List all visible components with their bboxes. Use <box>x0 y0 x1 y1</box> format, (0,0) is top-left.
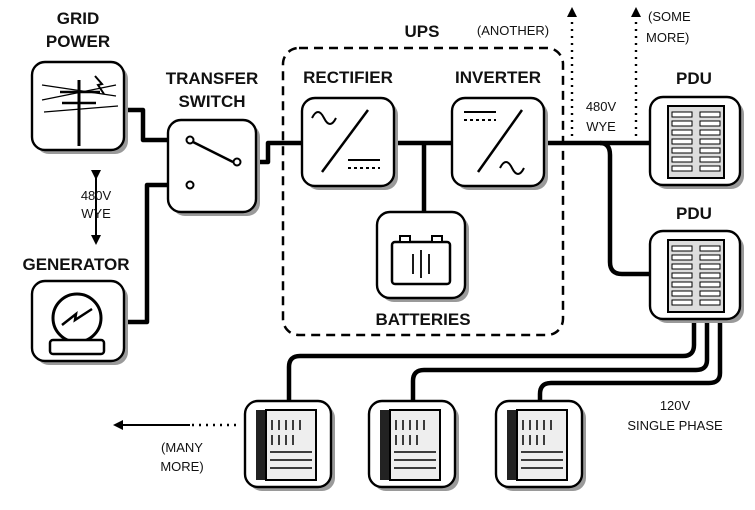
rectifier-node: RECTIFIER <box>300 68 398 190</box>
inverter-node: INVERTER <box>450 68 548 190</box>
grid-label: GRID <box>57 9 100 28</box>
server-node-3 <box>494 399 586 491</box>
wire-pdu-to-server-3 <box>537 318 723 401</box>
rectifier-label: RECTIFIER <box>303 68 393 87</box>
wye-right-label: WYE <box>586 119 616 134</box>
pdu-icon <box>667 239 725 313</box>
generator-label: GENERATOR <box>22 255 129 274</box>
pdu-top-node: PDU <box>648 69 744 189</box>
generator-node: GENERATOR <box>22 255 130 365</box>
power-pylon-icon <box>41 75 119 146</box>
pdu-icon <box>667 105 725 179</box>
batteries-node: BATTERIES <box>375 210 471 329</box>
voltage-left-label: 480V <box>81 188 112 203</box>
wye-left-label: WYE <box>81 206 111 221</box>
arrows <box>91 7 641 430</box>
batteries-label: BATTERIES <box>375 310 470 329</box>
many-label: (MANY <box>161 440 203 455</box>
server-rack-icon <box>380 409 441 481</box>
generator-icon <box>48 292 106 356</box>
wire-generator-to-switch <box>124 182 185 325</box>
single-phase-voltage-label: 120V <box>660 398 691 413</box>
power-label: POWER <box>46 32 110 51</box>
wire-grid-to-switch <box>124 107 185 143</box>
ups-label: UPS <box>405 22 440 41</box>
another-label: (ANOTHER) <box>477 23 549 38</box>
pdu-bottom-label: PDU <box>676 204 712 223</box>
inverter-label: INVERTER <box>455 68 541 87</box>
wire-branch-to-pdu-bottom <box>599 140 650 277</box>
wire-pdu-to-server-1 <box>286 318 697 401</box>
more-label: MORE) <box>646 30 689 45</box>
wire-pdu-to-server-2 <box>410 318 710 401</box>
single-phase-label: SINGLE PHASE <box>627 418 723 433</box>
many-more-label: MORE) <box>160 459 203 474</box>
server-node-2 <box>367 399 459 491</box>
grid-power-node: GRID POWER <box>30 9 128 154</box>
inverter-icon <box>464 109 525 175</box>
switch-icon <box>185 135 242 190</box>
server-rack-icon <box>256 409 317 481</box>
switch-label: SWITCH <box>178 92 245 111</box>
pdu-top-label: PDU <box>676 69 712 88</box>
some-label: (SOME <box>648 9 691 24</box>
ups-boundary <box>281 46 565 337</box>
server-node-1 <box>243 399 335 491</box>
transfer-label: TRANSFER <box>166 69 259 88</box>
transfer-switch-node: TRANSFER SWITCH <box>166 69 260 216</box>
voltage-right-label: 480V <box>586 99 617 114</box>
battery-icon <box>390 235 452 286</box>
server-rack-icon <box>507 409 568 481</box>
pdu-bottom-node: PDU <box>648 204 744 323</box>
rectifier-icon <box>311 109 380 173</box>
